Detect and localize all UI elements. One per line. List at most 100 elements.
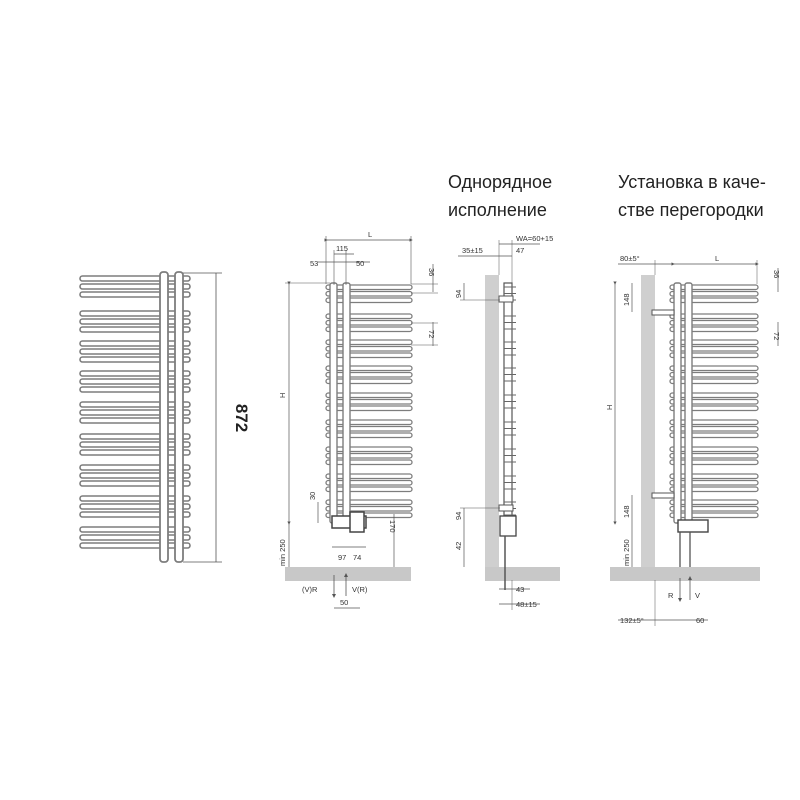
radiator-bar <box>79 275 191 282</box>
radiator-bar <box>325 505 413 512</box>
view4-right-rail <box>684 282 693 524</box>
radiator-bar <box>325 398 413 405</box>
radiator-bar <box>669 339 759 346</box>
radiator-bar <box>669 284 759 291</box>
view3-35-label: 35±15 <box>462 246 483 255</box>
radiator-bar <box>79 441 191 448</box>
view3-42-label: 42 <box>454 542 463 550</box>
view2-74-label: 74 <box>353 553 361 562</box>
view3-94a-label: 94 <box>454 290 463 298</box>
radiator-bar <box>79 370 191 377</box>
radiator-bar <box>79 283 191 290</box>
radiator-bar <box>669 365 759 372</box>
radiator-bar <box>325 499 413 506</box>
radiator-bar <box>79 433 191 440</box>
radiator-bar <box>79 542 191 549</box>
radiator-bar <box>325 297 413 304</box>
view1-height-label: 872 <box>232 404 251 432</box>
radiator-bar <box>79 417 191 424</box>
view4-60-label: 60 <box>696 616 704 625</box>
radiator-bar <box>79 310 191 317</box>
view2-L-label: L <box>368 230 372 239</box>
radiator-bar <box>669 378 759 385</box>
radiator-bar <box>79 378 191 385</box>
view4-left-rail <box>673 282 682 524</box>
radiator-bar <box>669 473 759 480</box>
view4-36-label: 36 <box>772 270 781 278</box>
radiator-bar <box>669 345 759 352</box>
radiator-bar <box>79 326 191 333</box>
radiator-bar <box>669 505 759 512</box>
radiator-bar <box>669 479 759 486</box>
radiator-bar <box>325 326 413 333</box>
view4-valve <box>677 519 709 533</box>
radiator-bar <box>325 452 413 459</box>
view3-bar-ends <box>504 286 516 516</box>
view2-53-label: 53 <box>310 259 318 268</box>
radiator-bar <box>669 486 759 493</box>
radiator-bar <box>325 290 413 297</box>
view2-72-label: 72 <box>427 330 436 338</box>
view2-36-label: 36 <box>427 268 436 276</box>
view3-43-label: 43 <box>516 585 524 594</box>
radiator-bar <box>669 432 759 439</box>
radiator-bar <box>325 371 413 378</box>
view2-bars <box>325 284 413 519</box>
radiator-bar <box>669 290 759 297</box>
view4-H-label: H <box>605 405 614 410</box>
radiator-bar <box>325 405 413 412</box>
radiator-bar <box>669 405 759 412</box>
radiator-bar <box>669 499 759 506</box>
radiator-bar <box>325 339 413 346</box>
radiator-bar <box>325 378 413 385</box>
radiator-bar <box>669 371 759 378</box>
view1-left-rail <box>159 271 169 563</box>
radiator-bar <box>669 326 759 333</box>
radiator-bar <box>325 479 413 486</box>
view3-WA-label: WA=60+15 <box>516 234 553 243</box>
radiator-bar <box>79 340 191 347</box>
radiator-bar <box>669 392 759 399</box>
side-view-single-row: WA=60+15 35±15 47 94 94 42 43 48±15 <box>454 234 560 610</box>
view4-min250-label: min 250 <box>622 539 631 566</box>
radiator-bar <box>325 446 413 453</box>
radiator-bar <box>669 398 759 405</box>
view2-H-label: H <box>278 393 287 398</box>
view2-30-label: 30 <box>308 492 317 500</box>
view4-floor <box>610 567 760 581</box>
view3-bracket-top <box>498 295 514 303</box>
radiator-bar <box>325 284 413 291</box>
view3-94b-label: 94 <box>454 512 463 520</box>
view4-80-label: 80±5° <box>620 254 640 263</box>
radiator-bar <box>669 319 759 326</box>
radiator-bar <box>79 534 191 541</box>
radiator-bar <box>325 313 413 320</box>
radiator-bar <box>325 345 413 352</box>
radiator-bar <box>669 419 759 426</box>
view2-VR-right: V(R) <box>352 585 368 594</box>
view2-115-label: 115 <box>336 244 348 253</box>
view4-132-label: 132±5° <box>620 616 644 625</box>
partition-view: L 80±5° 36 72 H 148 148 min 250 R V 132±… <box>605 254 781 626</box>
radiator-bar <box>79 449 191 456</box>
radiator-bar <box>79 348 191 355</box>
heading-single-row-line1: Однорядное <box>448 172 553 192</box>
view4-L-label: L <box>715 254 719 263</box>
radiator-bar <box>79 291 191 298</box>
view3-floor <box>485 567 560 581</box>
radiator-bar <box>325 432 413 439</box>
view3-radiator-side <box>503 282 513 524</box>
radiator-bar <box>79 464 191 471</box>
radiator-bar <box>79 495 191 502</box>
view4-R-label: R <box>668 591 674 600</box>
radiator-bar <box>669 459 759 466</box>
dimensioned-front-view: L 115 53 50 36 72 H 30 min 250 170 97 74 <box>278 230 438 609</box>
view2-50-label: 50 <box>356 259 364 268</box>
radiator-bar <box>79 511 191 518</box>
view4-148b-label: 148 <box>622 505 631 518</box>
radiator-bar <box>669 313 759 320</box>
view2-170-label: 170 <box>388 520 397 533</box>
radiator-bar <box>669 425 759 432</box>
radiator-bar <box>79 318 191 325</box>
